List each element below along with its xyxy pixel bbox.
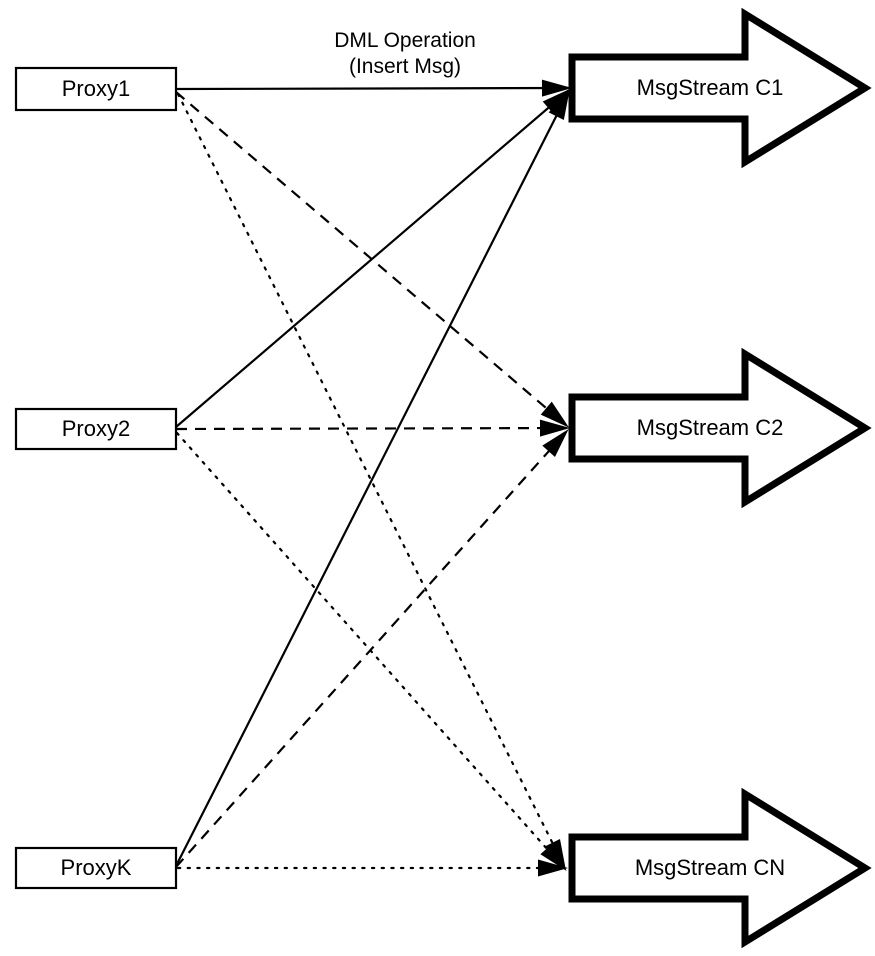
arrowhead-pk-cn xyxy=(538,859,568,877)
msgstream-label-stream_c1: MsgStream C1 xyxy=(637,75,784,100)
connection-p2-c1[interactable] xyxy=(175,90,569,428)
msgstream-arrow-shape-stream_c2 xyxy=(568,347,872,509)
dml-operation-label-line1: DML Operation xyxy=(334,29,476,52)
arrowhead-pk-c2 xyxy=(542,429,569,458)
arrowhead-p2-c1 xyxy=(542,88,572,115)
connection-p1-c1[interactable] xyxy=(175,86,569,91)
proxy-label-proxyK: ProxyK xyxy=(61,855,132,880)
proxy-box-proxy2 xyxy=(14,407,178,451)
proxy-node-proxy1[interactable]: Proxy1 xyxy=(14,66,178,112)
msgstream-node-stream_c1[interactable]: MsgStream C1 xyxy=(568,7,872,169)
proxy-node-proxyK[interactable]: ProxyK xyxy=(14,846,178,890)
msgstream-arrow-shape-stream_cn xyxy=(568,787,872,949)
dml-operation-label-line2: (Insert Msg) xyxy=(349,55,461,78)
proxy-node-proxy2[interactable]: Proxy2 xyxy=(14,407,178,451)
msgstream-label-stream_cn: MsgStream CN xyxy=(635,855,785,880)
connection-p2-c2[interactable] xyxy=(175,426,567,431)
msgstream-label-stream_c2: MsgStream C2 xyxy=(637,415,784,440)
connection-pk-c1[interactable] xyxy=(175,92,569,867)
proxy-label-proxy1: Proxy1 xyxy=(62,76,130,101)
arrowhead-p2-c2 xyxy=(539,419,570,437)
arrowhead-pk-c1 xyxy=(548,89,570,121)
edge-label-group: DML Operation (Insert Msg) xyxy=(334,29,476,78)
proxy-box-proxyK xyxy=(14,846,178,890)
proxy-label-proxy2: Proxy2 xyxy=(62,416,130,441)
arrowhead-p1-c1 xyxy=(541,79,572,97)
msgstream-arrow-shape-stream_c1 xyxy=(568,7,872,169)
arrowhead-p1-c2 xyxy=(540,401,570,428)
msgstream-node-stream_cn[interactable]: MsgStream CN xyxy=(568,787,872,949)
arrowheads-group xyxy=(538,79,572,877)
connection-pk-c2[interactable] xyxy=(175,431,567,868)
connection-p1-cn[interactable] xyxy=(176,92,566,868)
proxy-box-proxy1 xyxy=(14,66,178,112)
connection-lines-group xyxy=(175,86,569,870)
msgstream-nodes-group: MsgStream C1 MsgStream C2 MsgStream CN xyxy=(568,7,872,949)
msgstream-node-stream_c2[interactable]: MsgStream C2 xyxy=(568,347,872,509)
arrowhead-p2-cn xyxy=(540,842,567,871)
